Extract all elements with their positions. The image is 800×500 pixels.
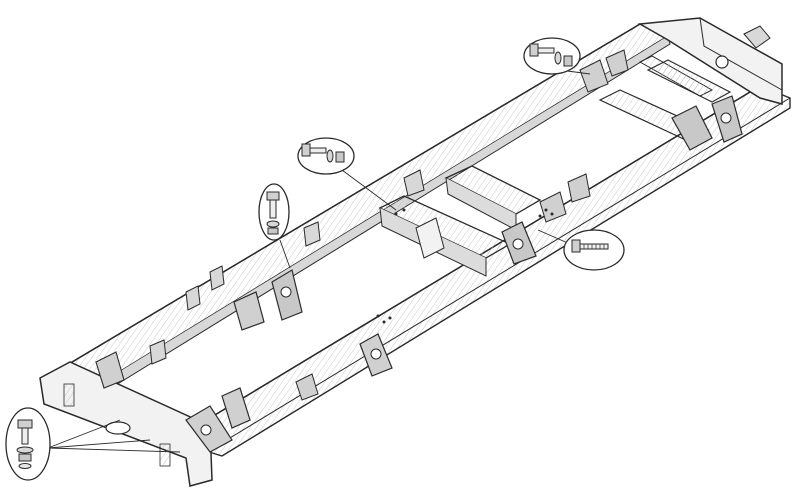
leader-lines [47,69,591,453]
spring-bracket-front-left [303,49,629,247]
spring-bracket-front-right [671,95,743,151]
spring-bracket-rear-left [95,339,167,389]
spring-bracket-mid-left [185,265,303,331]
center-crossmember [444,165,542,231]
spring-bracket-center-right [501,173,591,265]
spring-bracket-mid-right [295,333,393,401]
bolt-washer-icon [266,191,280,235]
bolt-icon [571,239,609,253]
callout-rear-crossmember-bolt [5,407,51,481]
bolt-nut-washer-icon [16,419,34,469]
middle-crossmember [378,195,512,277]
callout-front-crossmember-bolt [523,37,581,75]
callout-vertical-bolt [258,183,290,241]
rail-rivets [376,208,554,324]
bolt-nut-washer-icon [301,143,345,163]
bolt-nut-washer-icon [529,43,573,67]
callout-mid-rail-bolt [297,137,355,175]
spring-bracket-rear-right [185,387,251,453]
rear-crossmember [39,361,213,487]
callout-right-rail-bolt [563,229,625,271]
